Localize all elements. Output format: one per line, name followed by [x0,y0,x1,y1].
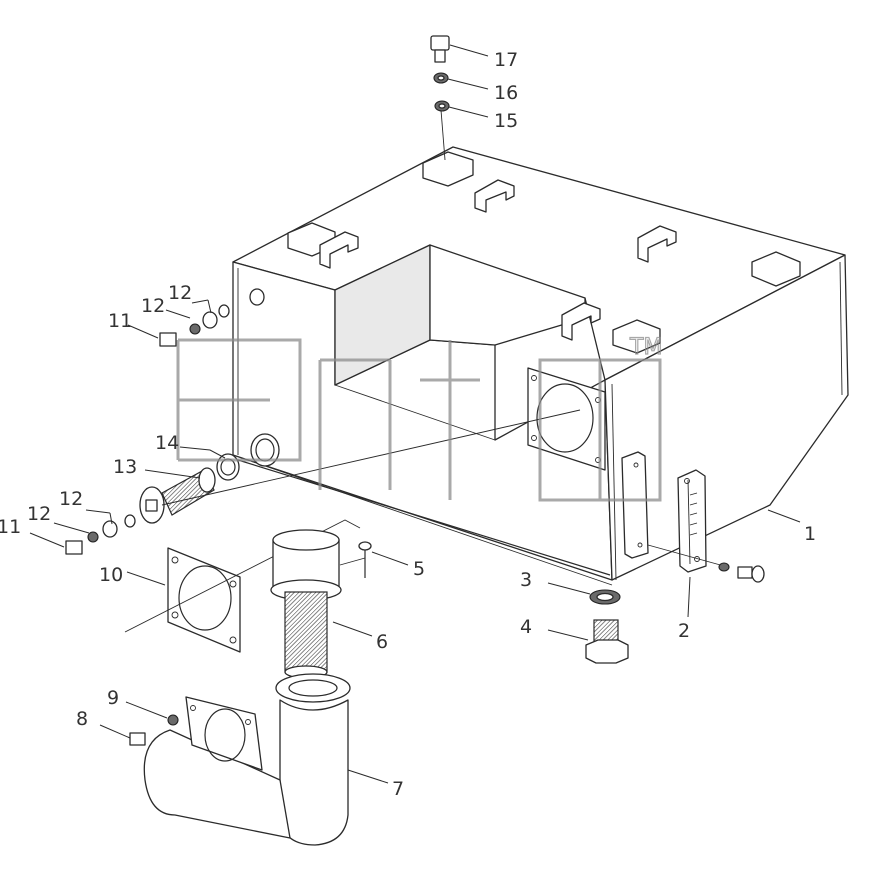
elbow-vertical [279,699,349,846]
callout-11-lower: 11 [0,516,21,538]
elbow-horizontal [143,729,291,839]
watermark-tm: TM [629,335,662,360]
lug-top-right [751,251,801,287]
tank-right-face [604,254,849,581]
callout-2: 2 [678,620,690,642]
elbow-flange [275,673,351,703]
left-side-fittings [65,288,581,555]
gauge-body [677,469,707,573]
callout-5: 5 [413,558,425,580]
bolt-17-shank [434,49,446,63]
callout-12-upper: 12 [141,295,165,317]
callout-12-lower: 12 [27,503,51,525]
callout-9: 9 [107,687,119,709]
washer-12-upper [202,311,218,329]
handle-4 [561,302,601,341]
callout-10: 10 [99,564,123,586]
callout-17: 17 [494,49,518,71]
filter-6 [270,529,366,679]
filter-mesh [284,591,328,673]
callout-7: 7 [392,778,404,800]
callout-16: 16 [494,82,518,104]
callout-14: 14 [155,432,179,454]
elbow-pipe-7 [129,673,351,846]
level-gauge [621,451,765,583]
handle-3 [637,225,677,263]
tank-top-hardware [287,151,801,354]
callout-8: 8 [76,708,88,730]
gasket-10 [124,519,361,653]
port-ring [250,433,280,467]
watermark-logo: TM [176,334,663,502]
washer-12-lower [102,520,118,538]
callout-15: 15 [494,110,518,132]
callout-11-upper: 11 [108,310,132,332]
drain-plug [585,589,629,664]
lug-top-front [612,319,661,354]
callout-1: 1 [804,523,816,545]
tank-recess-side-wall [429,244,586,346]
bushing-upper [249,288,265,306]
callout-13: 13 [113,456,137,478]
handle-2 [319,231,359,269]
tank-body [232,146,849,586]
callout-3: 3 [520,569,532,591]
bolt-8 [129,732,146,746]
callout-6: 6 [376,631,388,653]
screw-5 [358,541,372,578]
lug-top-center [422,151,474,187]
bolt-11-upper [159,332,177,347]
callout-12-top: 12 [168,282,192,304]
gauge-bolt [737,566,753,579]
callout-12-mid: 12 [59,488,83,510]
seal-14 [216,453,240,481]
bolt-17-head [430,35,450,51]
top-bolt-stack [430,35,450,161]
bolt-11-lower [65,540,83,555]
gauge-bracket [621,451,649,559]
elbow-end-flange [185,696,263,771]
callouts: 1 2 3 4 5 6 7 8 9 10 11 11 12 12 12 12 [0,44,816,800]
drain-plug-head [585,639,629,664]
handle-1 [474,179,515,213]
callout-4: 4 [520,616,532,638]
